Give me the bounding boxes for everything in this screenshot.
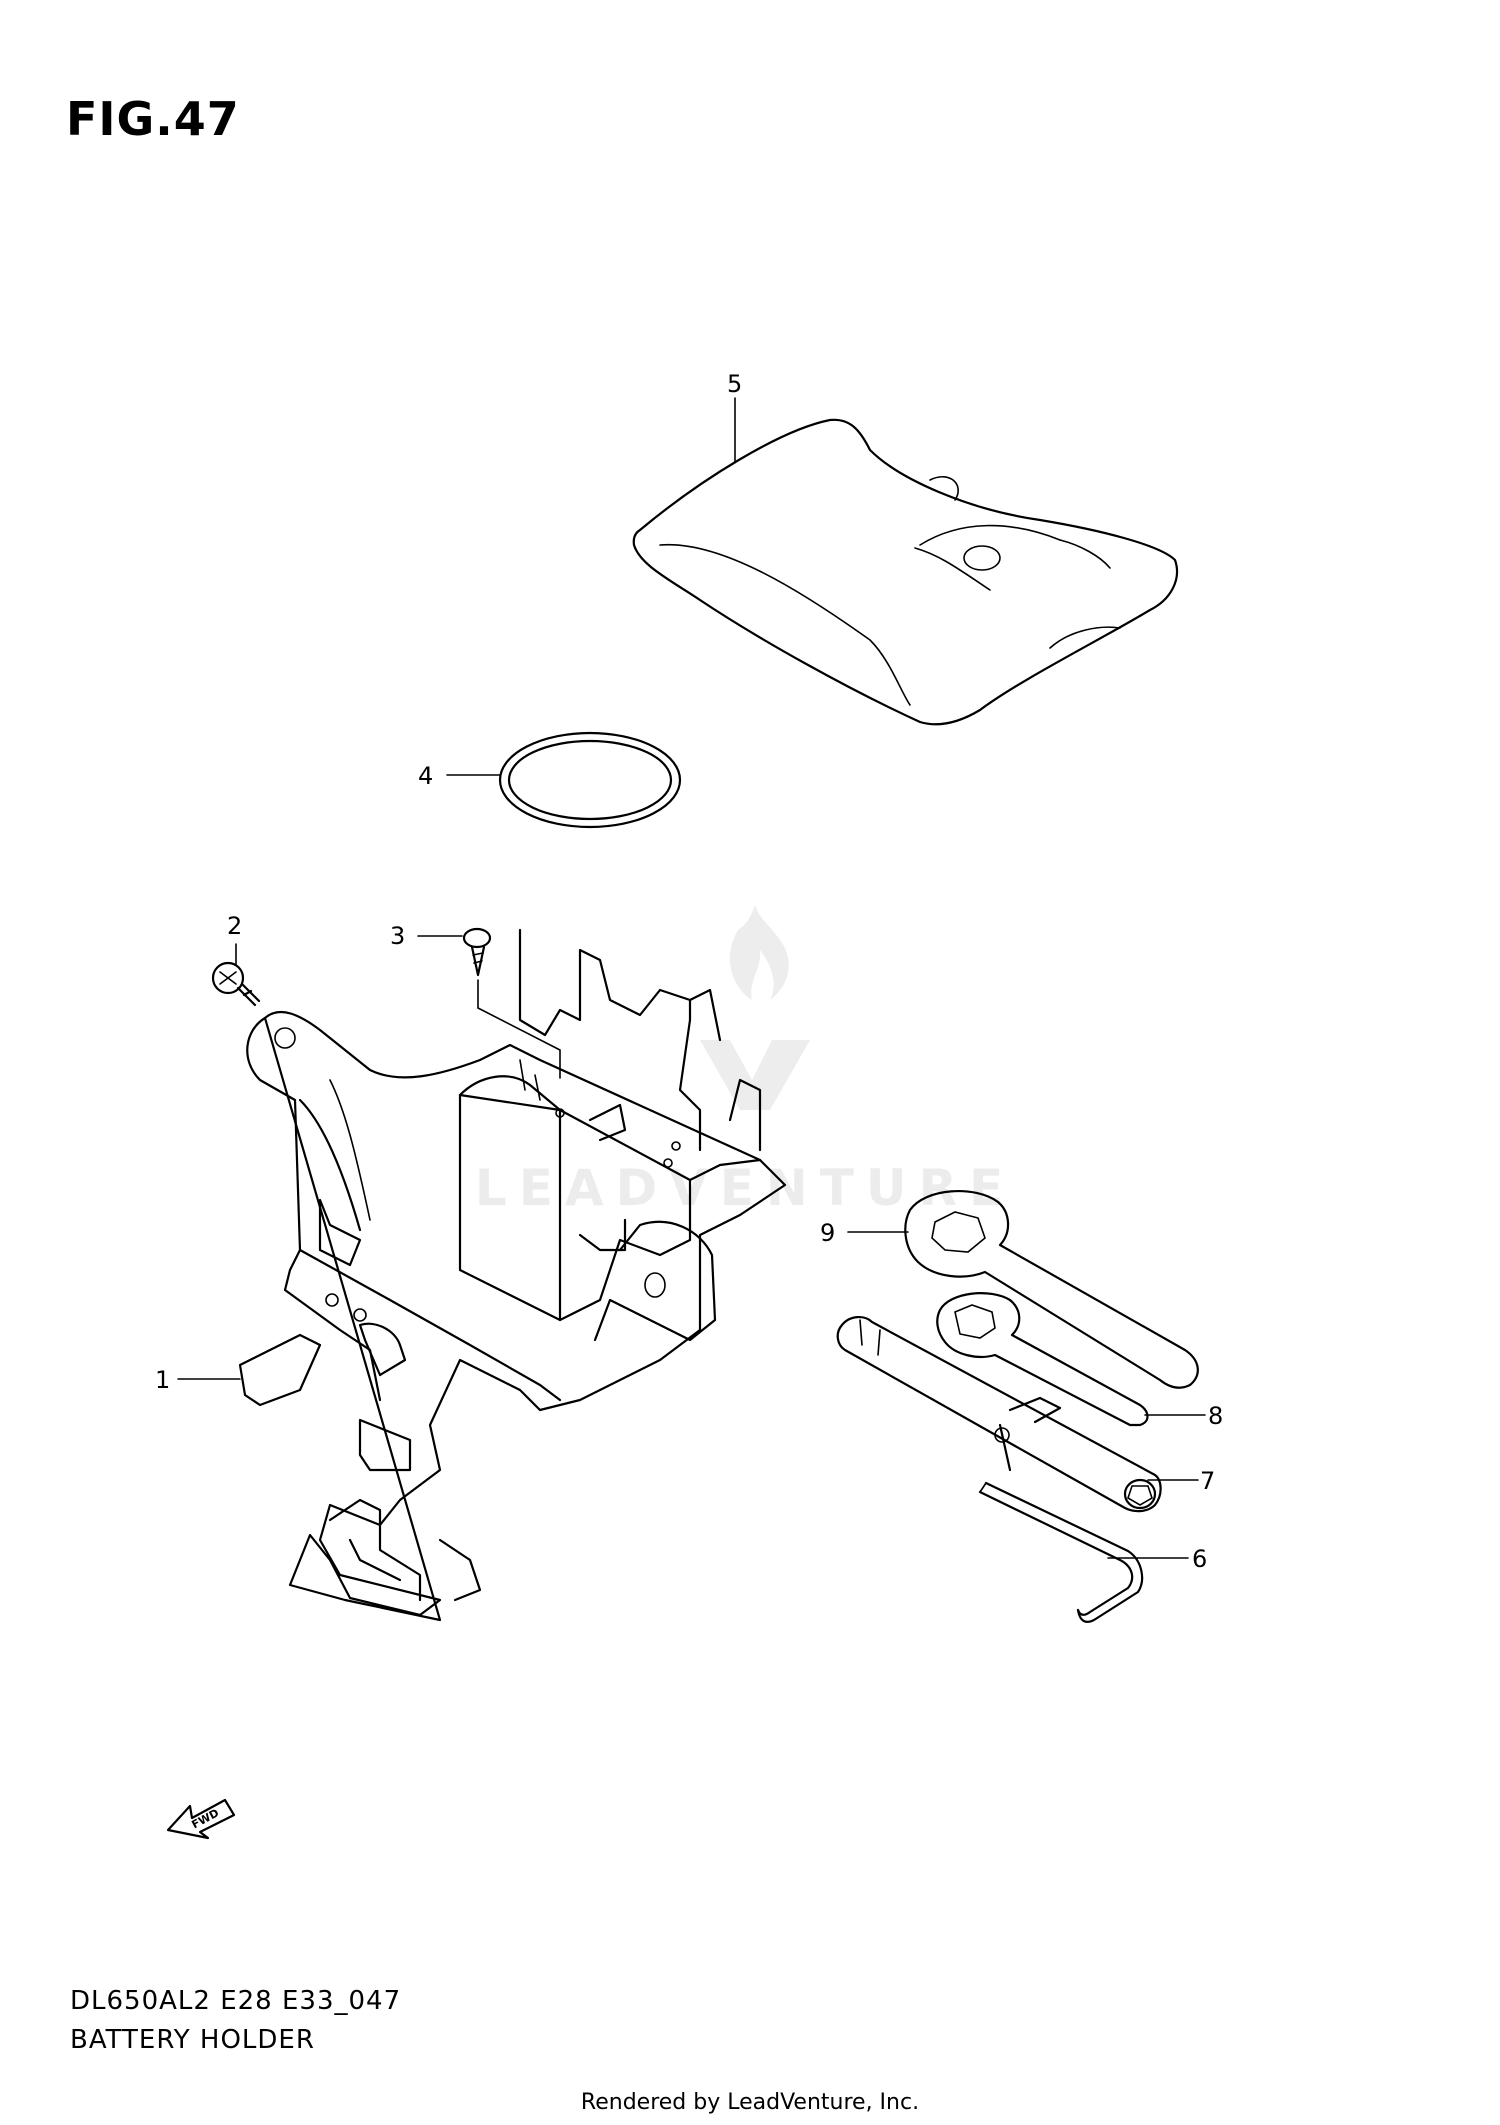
callout-8: 8 (1208, 1402, 1224, 1430)
callout-2: 2 (227, 912, 243, 940)
screw-part-2 (211, 961, 261, 1007)
watermark-text: LEADVENTURE (475, 1159, 1015, 1217)
model-name: BATTERY HOLDER (70, 2025, 315, 2055)
callout-1: 1 (155, 1366, 171, 1394)
screw-part-3 (462, 927, 492, 977)
wrench-part-8 (936, 1292, 1149, 1427)
band-part-4 (498, 731, 682, 829)
callout-9: 9 (820, 1219, 836, 1247)
model-code: DL650AL2 E28 E33_047 (70, 1986, 402, 2016)
figure-title: FIG.47 (66, 92, 240, 146)
leadventure-watermark-logo: LEADVENTURE (475, 905, 1015, 1217)
forward-direction-arrow-icon: FWD (166, 1798, 236, 1840)
callout-3: 3 (390, 922, 406, 950)
tool-bag-part-5 (632, 418, 1179, 726)
battery-holder-part-1 (238, 928, 787, 1622)
callout-6: 6 (1192, 1545, 1208, 1573)
render-credit: Rendered by LeadVenture, Inc. (580, 2090, 920, 2115)
wrench-part-9 (904, 1190, 1199, 1389)
leader-line-3b (477, 979, 561, 1079)
callout-4: 4 (418, 762, 434, 790)
spark-plug-socket-part-7 (836, 1316, 1162, 1513)
callout-5: 5 (727, 370, 743, 398)
callout-7: 7 (1200, 1467, 1216, 1495)
